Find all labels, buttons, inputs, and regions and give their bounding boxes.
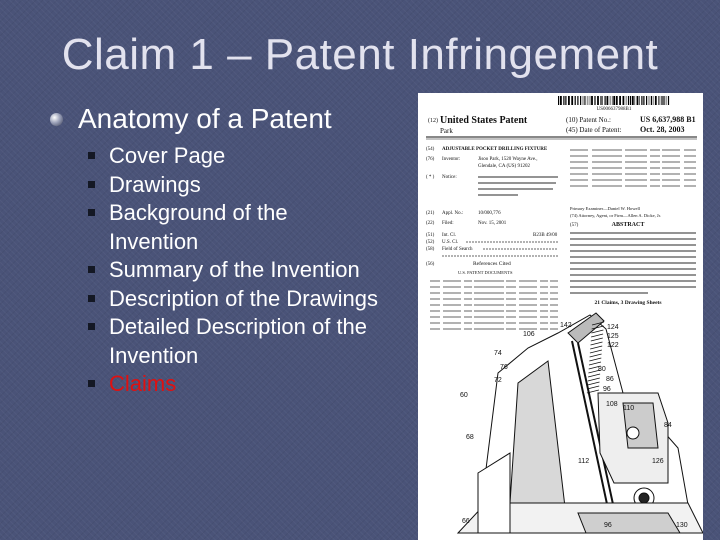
inventor-label: Inventor: (442, 157, 460, 162)
us-patent-documents: U.S. PATENT DOCUMENTS (458, 270, 513, 275)
drawing-ref-label: 125 (607, 333, 619, 340)
drawing-ref-label: 108 (606, 401, 618, 408)
square-bullet-icon (88, 152, 95, 159)
tag-54: (54) (426, 147, 435, 152)
tag-22: (22) (426, 221, 435, 226)
drawing-ref-label: 130 (676, 522, 688, 529)
list-item: Summary of the Invention (88, 256, 378, 285)
list-item: Cover Page (88, 142, 378, 171)
invention-title: ADJUSTABLE POCKET DRILLING FIXTURE (442, 147, 548, 152)
tag-notice: ( * ) (426, 175, 435, 180)
drawing-ref-label: 142 (560, 322, 572, 329)
drawing-ref-label: 122 (607, 342, 619, 349)
drawing-ref-label: 60 (460, 392, 468, 399)
tag-21: (21) (426, 211, 435, 216)
patent-country: United States Patent (440, 115, 528, 126)
tag-56: (56) (426, 262, 435, 267)
list-item-claims: Claims (88, 370, 378, 399)
primary-examiner: Primary Examiner—Daniel W. Howell (570, 206, 641, 211)
references-cited: References Cited (473, 260, 511, 267)
patent-drawing (456, 312, 703, 534)
us-cl: U.S. Cl. (442, 240, 458, 245)
drawing-ref-label: 106 (523, 331, 535, 338)
inventor-line2: Glendale, CA (US) 91202 (478, 164, 530, 169)
abstract-body (570, 232, 696, 294)
drawing-ref-label: 74 (494, 350, 502, 357)
inventor-line1: Jisoo Park, 1520 Wayne Ave., (478, 157, 538, 162)
drawing-ref-label: 72 (494, 377, 502, 384)
tag-12: (12) (428, 117, 438, 124)
patent-date: Oct. 28, 2003 (640, 125, 684, 134)
square-bullet-icon (88, 323, 95, 330)
drawing-ref-label: 68 (466, 434, 474, 441)
appl-label: Appl. No.: (442, 211, 463, 216)
appl-no: 10/000,776 (478, 211, 501, 216)
drawing-ref-label: 80 (598, 366, 606, 373)
square-bullet-icon (88, 380, 95, 387)
references-lines (430, 280, 558, 330)
tag-45: (45) Date of Patent: (566, 126, 621, 134)
tag-10: (10) Patent No.: (566, 116, 611, 124)
slide-title: Claim 1 – Patent Infringement (61, 30, 659, 79)
list-item: Description of the Drawings (88, 285, 378, 314)
tag-52: (52) (426, 240, 435, 245)
drawing-ref-label: 96 (604, 522, 612, 529)
bullet-list: Cover Page Drawings Background of the In… (88, 142, 378, 399)
square-bullet-icon (88, 180, 95, 188)
patent-cover-svg: US006637988B1 (12) United States Patent … (426, 96, 703, 534)
barcode (558, 96, 670, 105)
patent-number: US 6,637,988 B1 (640, 115, 696, 124)
attorney: (74) Attorney, Agent, or Firm—Allen A. D… (570, 213, 661, 219)
filed-date: Nov. 15, 2001 (478, 221, 507, 226)
list-item: Drawings (88, 171, 378, 200)
patent-inventor-short: Park (440, 127, 453, 135)
tag-58: (58) (426, 247, 435, 252)
drawing-ref-label: 110 (623, 405, 634, 412)
barcode-number: US006637988B1 (597, 107, 632, 112)
square-bullet-icon (88, 209, 95, 216)
main-bullet-icon (50, 113, 63, 126)
notice-label: Notice: (442, 175, 457, 180)
filed-label: Filed: (442, 221, 454, 226)
drawing-ref-label: 66 (462, 518, 470, 525)
square-bullet-icon (88, 266, 95, 273)
drawing-ref-label: 124 (607, 324, 619, 331)
list-item: Detailed Description of the Invention (88, 313, 378, 370)
drawing-ref-label: 112 (578, 458, 589, 465)
patent-cover-image: US006637988B1 (12) United States Patent … (418, 93, 703, 540)
square-bullet-icon (88, 294, 95, 302)
drawing-ref-label: 126 (652, 458, 664, 465)
drawing-ref-label: 96 (603, 386, 611, 393)
field-of-search: Field of Search (442, 247, 473, 252)
main-bullet-text: Anatomy of a Patent (78, 103, 332, 134)
abstract-tag: (57) (570, 223, 579, 228)
claims-drawings-count: 21 Claims, 3 Drawing Sheets (594, 300, 661, 306)
drawing-ref-label: 76 (500, 364, 508, 371)
abstract-heading: ABSTRACT (612, 222, 645, 228)
int-cl: Int. Cl. (442, 233, 456, 238)
tag-76: (76) (426, 157, 435, 162)
right-reference-lines (570, 149, 696, 187)
list-item: Background of the Invention (88, 199, 378, 256)
tag-51: (51) (426, 233, 435, 238)
drawing-ref-label: 86 (606, 376, 614, 383)
drawing-ref-label: 84 (664, 422, 672, 429)
int-cl-value: B23B 49/00 (533, 233, 558, 238)
